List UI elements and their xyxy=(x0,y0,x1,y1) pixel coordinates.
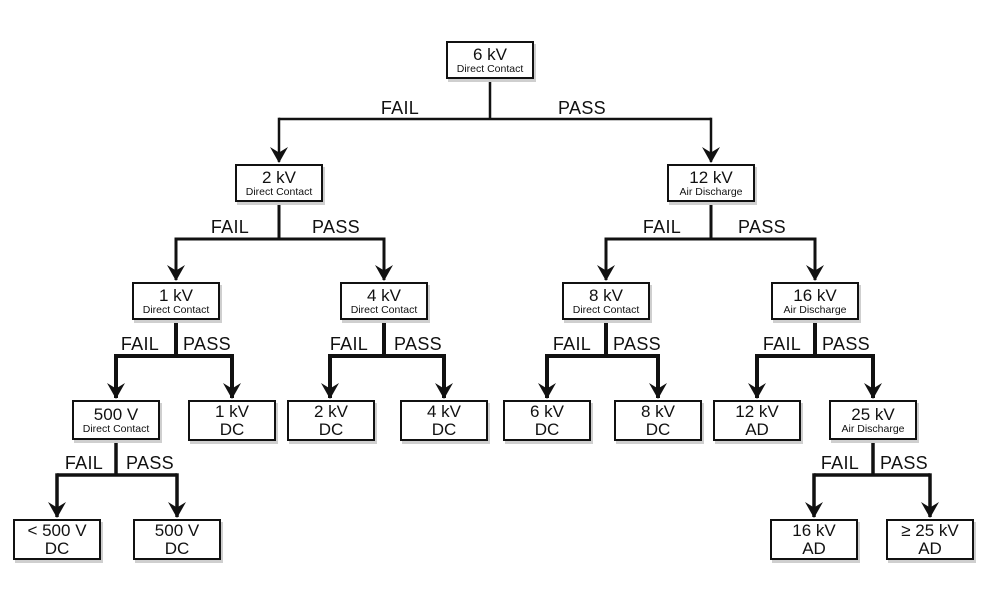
node-title: 8 kV xyxy=(588,285,624,305)
node-12kv-ad: 12 kV AD xyxy=(713,400,801,441)
node-title: 1 kV xyxy=(158,285,194,305)
split-12kv xyxy=(597,201,824,281)
fail-label: FAIL xyxy=(642,217,682,237)
pass-label: PASS xyxy=(312,217,360,237)
node-title: 12 kV xyxy=(689,167,733,187)
node-2kv-direct-contact: 2 kV Direct Contact xyxy=(235,164,323,202)
split-8kv xyxy=(538,318,667,399)
node-title: 8 kV xyxy=(640,401,676,421)
node-subtitle: AD xyxy=(802,538,826,558)
node-500v-direct-contact: 500 V Direct Contact xyxy=(72,400,160,440)
split-root-6kv xyxy=(270,79,720,163)
node-subtitle: DC xyxy=(219,419,245,439)
node-subtitle: Air Discharge xyxy=(841,422,905,435)
split-1kv xyxy=(107,318,241,399)
node-title: 6 kV xyxy=(529,401,565,421)
fail-label: FAIL xyxy=(329,334,369,354)
node-title: 2 kV xyxy=(261,167,297,187)
node-subtitle: DC xyxy=(431,419,457,439)
node-ge-25kv-ad: ≥ 25 kV AD xyxy=(886,519,974,560)
node-title: 1 kV xyxy=(214,401,250,421)
node-16kv-ad: 16 kV AD xyxy=(770,519,858,560)
node-subtitle: DC xyxy=(645,419,671,439)
node-subtitle: Direct Contact xyxy=(572,303,640,316)
pass-label: PASS xyxy=(880,453,928,473)
node-title: 500 V xyxy=(93,404,139,424)
node-subtitle: Air Discharge xyxy=(783,303,847,316)
pass-label: PASS xyxy=(738,217,786,237)
node-8kv-dc: 8 kV DC xyxy=(614,400,702,441)
node-title: 12 kV xyxy=(735,401,779,421)
fail-label: FAIL xyxy=(762,334,802,354)
node-title: 2 kV xyxy=(313,401,349,421)
node-2kv-dc: 2 kV DC xyxy=(287,400,375,441)
node-4kv-direct-contact: 4 kV Direct Contact xyxy=(340,282,428,320)
fail-label: FAIL xyxy=(210,217,250,237)
pass-label: PASS xyxy=(822,334,870,354)
split-2kv xyxy=(167,201,393,281)
pass-label: PASS xyxy=(126,453,174,473)
node-subtitle: Direct Contact xyxy=(350,303,418,316)
node-subtitle: DC xyxy=(534,419,560,439)
node-title: 4 kV xyxy=(366,285,402,305)
node-subtitle: AD xyxy=(745,419,769,439)
pass-label: PASS xyxy=(613,334,661,354)
node-title: 16 kV xyxy=(792,520,836,540)
node-title: 6 kV xyxy=(472,44,508,64)
node-subtitle: Direct Contact xyxy=(456,62,524,75)
node-subtitle: Direct Contact xyxy=(142,303,210,316)
node-subtitle: DC xyxy=(318,419,344,439)
split-500v xyxy=(48,438,186,518)
fail-label: FAIL xyxy=(64,453,104,473)
node-4kv-dc: 4 kV DC xyxy=(400,400,488,441)
node-subtitle: DC xyxy=(44,538,70,558)
node-lt-500v-dc: < 500 V DC xyxy=(13,519,101,560)
pass-label: PASS xyxy=(558,98,606,118)
node-title: 16 kV xyxy=(793,285,837,305)
node-subtitle: DC xyxy=(164,538,190,558)
node-title: 500 V xyxy=(154,520,200,540)
node-500v-dc: 500 V DC xyxy=(133,519,221,560)
node-subtitle: Direct Contact xyxy=(82,422,150,435)
node-title: 25 kV xyxy=(851,404,895,424)
fail-label: FAIL xyxy=(120,334,160,354)
node-title: 4 kV xyxy=(426,401,462,421)
fail-label: FAIL xyxy=(380,98,420,118)
node-25kv-air-discharge: 25 kV Air Discharge xyxy=(829,400,917,440)
fail-label: FAIL xyxy=(820,453,860,473)
node-6kv-direct-contact: 6 kV Direct Contact xyxy=(446,41,534,79)
fail-label: FAIL xyxy=(552,334,592,354)
node-subtitle: Direct Contact xyxy=(245,185,313,198)
pass-label: PASS xyxy=(394,334,442,354)
node-subtitle: AD xyxy=(918,538,942,558)
node-subtitle: Air Discharge xyxy=(679,185,743,198)
node-1kv-direct-contact: 1 kV Direct Contact xyxy=(132,282,220,320)
node-title: ≥ 25 kV xyxy=(901,520,959,540)
node-title: < 500 V xyxy=(27,520,87,540)
split-4kv xyxy=(321,318,453,399)
node-6kv-dc: 6 kV DC xyxy=(503,400,591,441)
node-12kv-air-discharge: 12 kV Air Discharge xyxy=(667,164,755,202)
node-1kv-dc: 1 kV DC xyxy=(188,400,276,441)
pass-label: PASS xyxy=(183,334,231,354)
node-8kv-direct-contact: 8 kV Direct Contact xyxy=(562,282,650,320)
node-16kv-air-discharge: 16 kV Air Discharge xyxy=(771,282,859,320)
split-25kv xyxy=(805,438,939,518)
split-16kv xyxy=(748,318,882,399)
